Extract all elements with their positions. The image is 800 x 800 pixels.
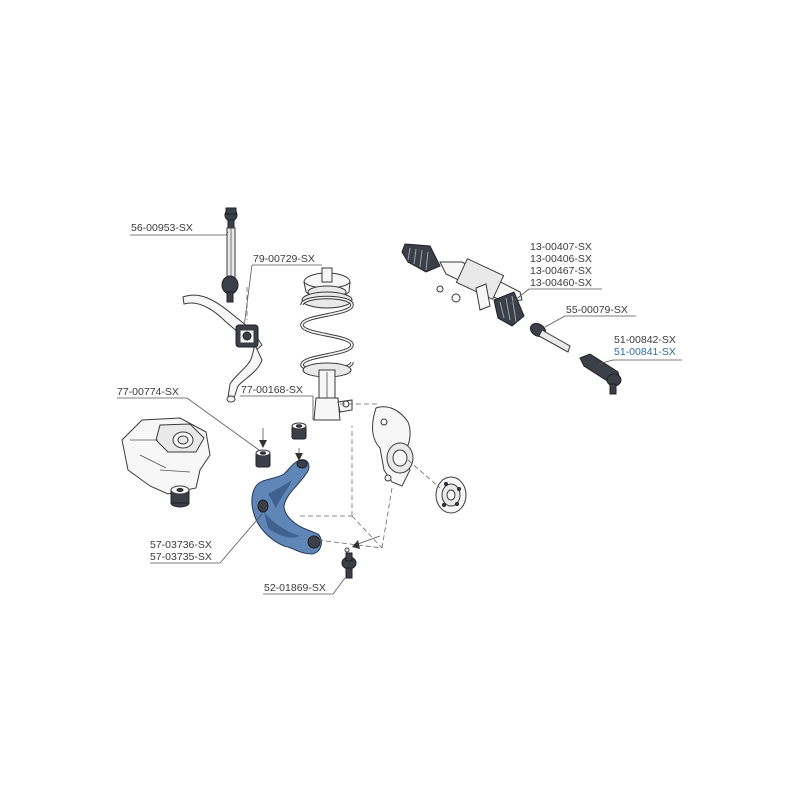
label-subframe-bushing: 77-00774-SX xyxy=(117,386,179,398)
label-stabilizer-bushing: 79-00729-SX xyxy=(253,253,315,265)
label-control-arm-2: 57-03735-SX xyxy=(150,551,212,563)
rack-boot-left xyxy=(401,243,441,273)
arm-front-bushing xyxy=(255,449,271,468)
strut-assembly xyxy=(300,267,354,421)
label-arm-rear-bushing: 77-00168-SX xyxy=(241,384,303,396)
label-rack-boot-2: 13-00406-SX xyxy=(530,253,592,265)
tie-rod-end xyxy=(579,353,622,395)
label-rack-boot-1: 13-00407-SX xyxy=(530,241,592,253)
label-stabilizer-link: 56-00953-SX xyxy=(131,222,193,234)
steering-knuckle xyxy=(372,406,414,487)
arm-rear-bushing xyxy=(291,422,307,440)
label-tie-rod-end-1: 51-00842-SX xyxy=(614,334,676,346)
rack-boot-right xyxy=(493,291,525,327)
ball-joint xyxy=(341,547,357,579)
label-rack-boot-4: 13-00460-SX xyxy=(530,277,592,289)
assembly-arrows xyxy=(259,428,381,549)
label-inner-tie-rod: 55-00079-SX xyxy=(566,304,628,316)
control-arm xyxy=(251,459,322,555)
subframe xyxy=(121,417,211,495)
stabilizer-bushing xyxy=(235,324,259,348)
label-control-arm-1: 57-03736-SX xyxy=(150,539,212,551)
steering-rack xyxy=(436,258,523,311)
inner-tie-rod xyxy=(529,322,571,353)
subframe-bushing xyxy=(170,485,190,508)
label-tie-rod-end-2: 51-00841-SX xyxy=(614,346,676,358)
callout-lines xyxy=(117,231,682,595)
assembly-guides xyxy=(246,287,441,549)
label-ball-joint: 52-01869-SX xyxy=(264,582,326,594)
wheel-hub xyxy=(435,476,467,514)
stabilizer-link xyxy=(221,207,239,303)
part-labels: 56-00953-SX 79-00729-SX 13-00407-SX 13-0… xyxy=(117,222,676,594)
label-rack-boot-3: 13-00467-SX xyxy=(530,265,592,277)
